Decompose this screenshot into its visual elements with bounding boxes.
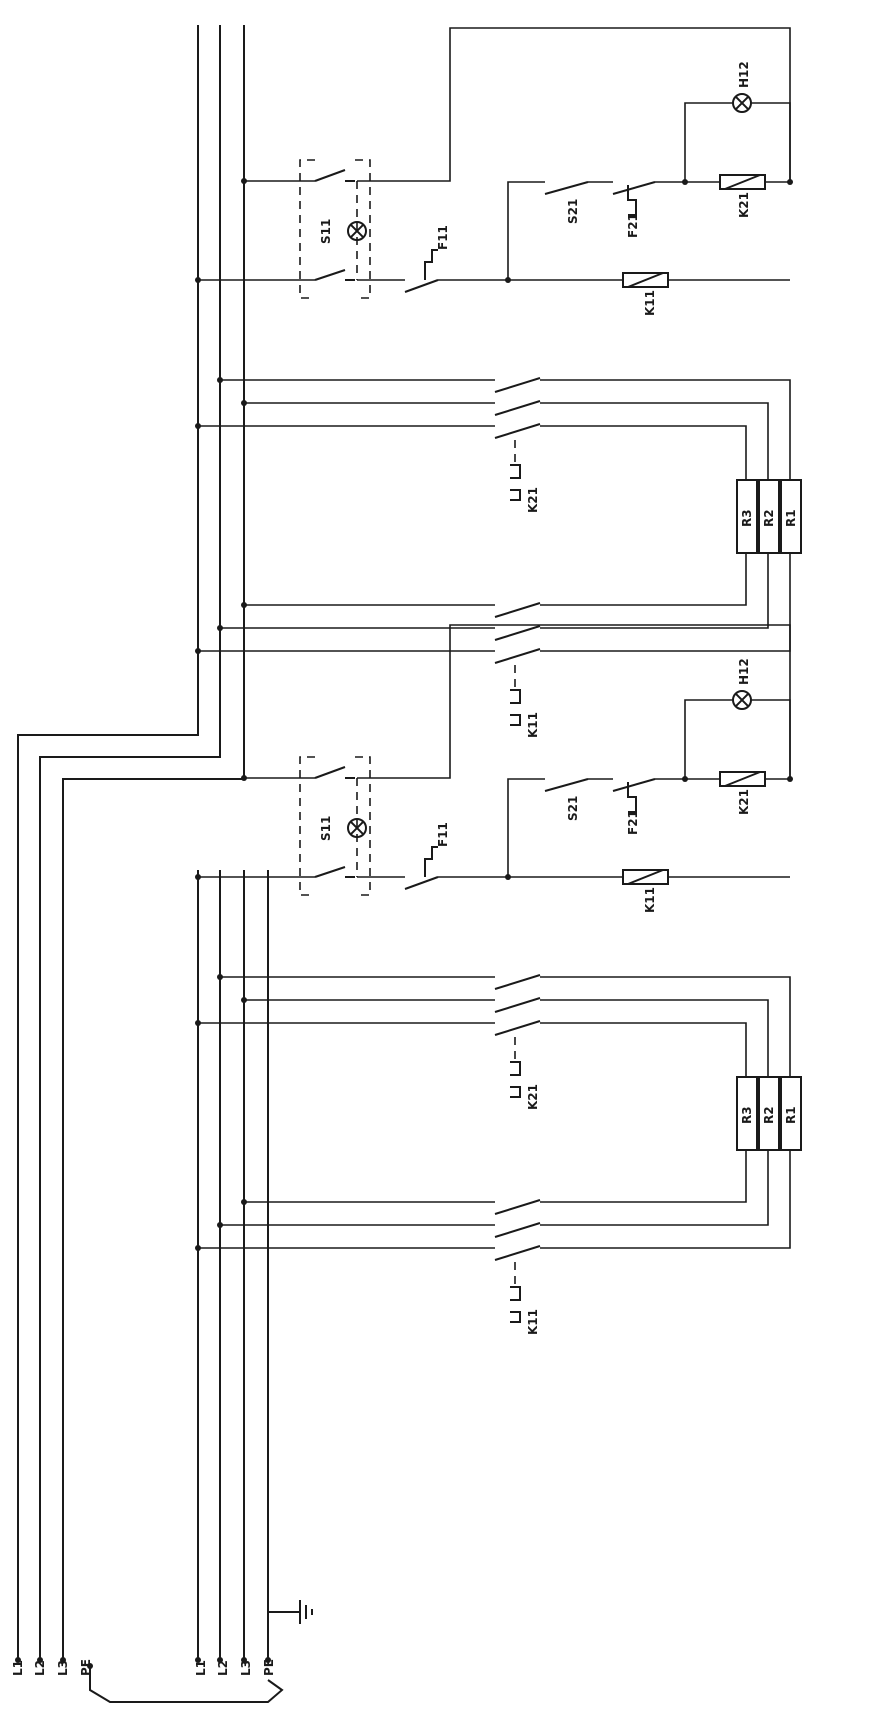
lower-bus-wires	[195, 870, 271, 1663]
svg-text:R3: R3	[740, 1106, 754, 1124]
label-r1: R1	[784, 1106, 798, 1124]
terminal-label-top-l1: L1	[11, 1660, 25, 1676]
circuit-1: S11 F11 K11 S21	[195, 27, 802, 738]
resistor-bank	[540, 379, 802, 652]
svg-text:R2: R2	[762, 509, 776, 527]
svg-text:R1: R1	[784, 1106, 798, 1124]
label-s11: S11	[319, 219, 333, 244]
svg-text:K21: K21	[526, 487, 540, 513]
svg-text:L2: L2	[33, 1660, 47, 1676]
main-feeder-wires	[15, 25, 284, 1703]
svg-text:S11: S11	[319, 816, 333, 841]
switch-s21	[507, 778, 613, 877]
contactor-k21-power	[195, 974, 541, 1098]
label-k21-contactor: K21	[526, 1084, 540, 1110]
terminal-label-bottom-l1: L1	[194, 1660, 208, 1676]
svg-text:F11: F11	[436, 822, 450, 847]
label-k21-coil: K21	[737, 789, 751, 815]
label-k21-contactor: K21	[526, 487, 540, 513]
lamp-h12	[684, 690, 791, 779]
label-k11-contactor: K11	[526, 1309, 540, 1335]
terminal-label-bottom-l3: L3	[239, 1660, 253, 1676]
svg-text:PE: PE	[262, 1659, 276, 1676]
label-f21: F21	[626, 810, 640, 835]
label-r3: R3	[740, 509, 754, 527]
fuse-f21	[612, 778, 685, 813]
label-s21: S21	[566, 796, 580, 821]
label-f21: F21	[626, 213, 640, 238]
terminal-label-bottom-pe: PE	[262, 1659, 276, 1676]
svg-text:R3: R3	[740, 509, 754, 527]
svg-text:R1: R1	[784, 509, 798, 527]
svg-text:S11: S11	[319, 219, 333, 244]
svg-text:F21: F21	[626, 810, 640, 835]
lamp-h12	[684, 93, 791, 182]
contactor-k21-power	[195, 377, 541, 501]
label-k11-coil: K11	[643, 290, 657, 316]
terminal-label-top-l2: L2	[33, 1660, 47, 1676]
svg-text:K21: K21	[737, 789, 751, 815]
switch-s21	[507, 181, 613, 280]
svg-text:F21: F21	[626, 213, 640, 238]
label-h12: H12	[737, 658, 751, 685]
coil-k21	[685, 771, 790, 787]
svg-text:K11: K11	[643, 290, 657, 316]
label-r1: R1	[784, 509, 798, 527]
fuse-f21	[612, 181, 685, 216]
label-s21: S21	[566, 199, 580, 224]
svg-text:R2: R2	[762, 1106, 776, 1124]
fuse-f11	[357, 249, 508, 293]
label-k21-coil: K21	[737, 192, 751, 218]
label-f11: F11	[436, 225, 450, 250]
switch-s11	[299, 756, 371, 896]
contactor-k11-power	[195, 602, 541, 726]
svg-text:H12: H12	[737, 658, 751, 685]
svg-text:L1: L1	[194, 1660, 208, 1676]
fuse-f11	[357, 846, 508, 890]
ground-icon	[268, 1600, 313, 1624]
label-h12: H12	[737, 61, 751, 88]
svg-text:L3: L3	[239, 1660, 253, 1676]
terminal-label-bottom-l2: L2	[216, 1660, 230, 1676]
circuit-2: S11 F11 K11 S21	[195, 624, 802, 1335]
coil-k21	[685, 174, 790, 190]
label-r2: R2	[762, 509, 776, 527]
svg-text:K11: K11	[526, 1309, 540, 1335]
label-f11: F11	[436, 822, 450, 847]
resistor-bank	[540, 976, 802, 1249]
terminal-label-top-l3: L3	[56, 1660, 70, 1676]
switch-s11	[299, 159, 371, 299]
label-r2: R2	[762, 1106, 776, 1124]
svg-text:S21: S21	[566, 796, 580, 821]
contactor-k11-power	[195, 1199, 541, 1323]
svg-text:K11: K11	[643, 887, 657, 913]
svg-text:K21: K21	[526, 1084, 540, 1110]
svg-text:L1: L1	[11, 1660, 25, 1676]
coil-k11	[508, 272, 790, 288]
coil-k11	[508, 869, 790, 885]
label-k11-coil: K11	[643, 887, 657, 913]
svg-text:F11: F11	[436, 225, 450, 250]
svg-text:S21: S21	[566, 199, 580, 224]
svg-text:L3: L3	[56, 1660, 70, 1676]
svg-text:K11: K11	[526, 712, 540, 738]
svg-text:H12: H12	[737, 61, 751, 88]
svg-text:K21: K21	[737, 192, 751, 218]
label-s11: S11	[319, 816, 333, 841]
label-k11-contactor: K11	[526, 712, 540, 738]
label-r3: R3	[740, 1106, 754, 1124]
svg-text:L2: L2	[216, 1660, 230, 1676]
